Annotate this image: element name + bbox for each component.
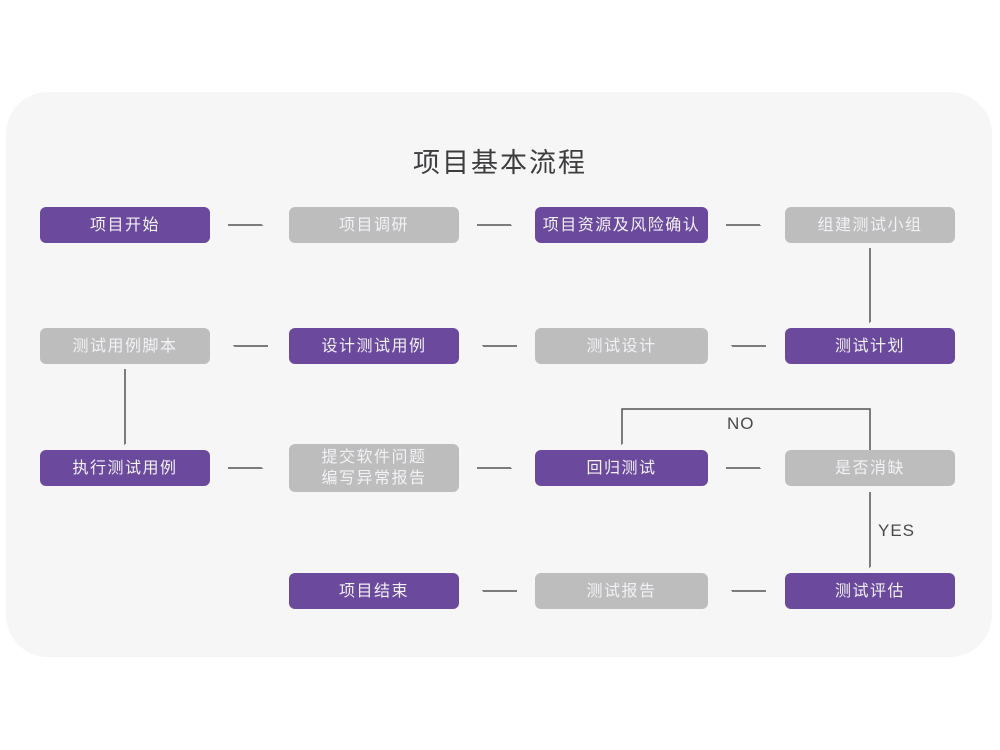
node-test-case-scripts: 测试用例脚本: [40, 328, 210, 364]
node-test-plan: 测试计划: [785, 328, 955, 364]
node-test-evaluation: 测试评估: [785, 573, 955, 609]
node-execute-test-cases: 执行测试用例: [40, 450, 210, 486]
node-label: 组建测试小组: [817, 216, 923, 234]
diagram-card-background: [6, 92, 992, 657]
node-label: 项目调研: [338, 216, 409, 234]
node-label: 项目结束: [338, 582, 409, 600]
node-label: 是否消缺: [834, 459, 905, 477]
node-label: 测试用例脚本: [72, 337, 178, 355]
node-defect-resolved: 是否消缺: [785, 450, 955, 486]
node-label: 设计测试用例: [321, 337, 427, 355]
node-label: 测试评估: [834, 582, 905, 600]
node-label: 执行测试用例: [72, 459, 178, 477]
node-submit-issue-report: 提交软件问题 编写异常报告: [289, 444, 459, 492]
node-label: 提交软件问题 编写异常报告: [321, 449, 427, 487]
node-label: 回归测试: [586, 459, 657, 477]
node-design-test-cases: 设计测试用例: [289, 328, 459, 364]
node-project-research: 项目调研: [289, 207, 459, 243]
node-label: 测试设计: [586, 337, 657, 355]
node-label: 项目资源及风险确认: [542, 216, 701, 234]
node-test-design: 测试设计: [535, 328, 708, 364]
node-project-end: 项目结束: [289, 573, 459, 609]
node-build-test-team: 组建测试小组: [785, 207, 955, 243]
node-label: 测试计划: [834, 337, 905, 355]
diagram-title: 项目基本流程: [413, 148, 587, 178]
node-project-start: 项目开始: [40, 207, 210, 243]
node-regression-test: 回归测试: [535, 450, 708, 486]
edge-label-no: NO: [727, 414, 755, 433]
node-label: 测试报告: [586, 582, 657, 600]
node-label: 项目开始: [89, 216, 160, 234]
node-test-report: 测试报告: [535, 573, 708, 609]
edge-label-yes: YES: [878, 521, 916, 540]
node-resource-risk-confirm: 项目资源及风险确认: [535, 207, 708, 243]
